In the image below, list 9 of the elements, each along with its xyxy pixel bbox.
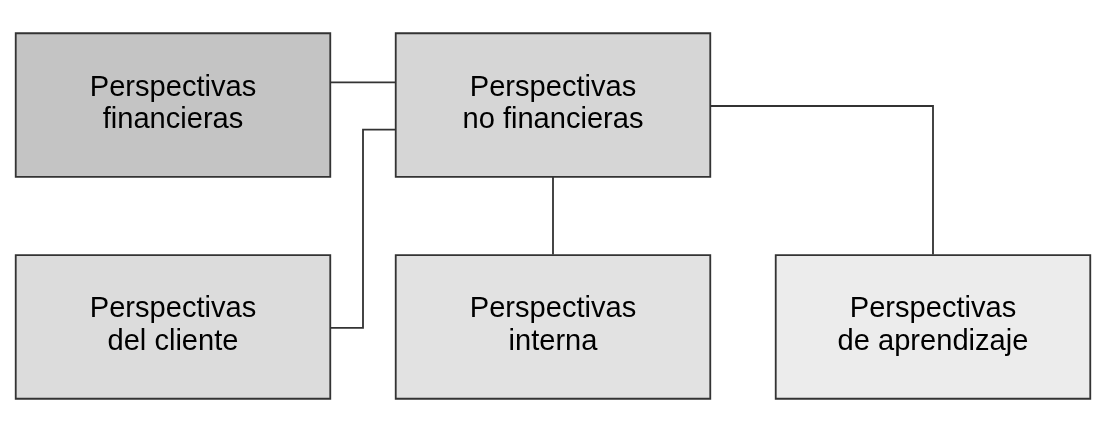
connector <box>329 81 397 84</box>
node-box: Perspectivas financieras <box>14 32 332 178</box>
node-box: Perspectivas no financieras <box>394 32 712 178</box>
connector <box>709 105 934 256</box>
connector <box>329 128 397 329</box>
node-box: Perspectivas del cliente <box>14 254 332 400</box>
node-box: Perspectivas interna <box>394 254 712 400</box>
node-box: Perspectivas de aprendizaje <box>774 254 1092 400</box>
connector <box>552 176 554 256</box>
